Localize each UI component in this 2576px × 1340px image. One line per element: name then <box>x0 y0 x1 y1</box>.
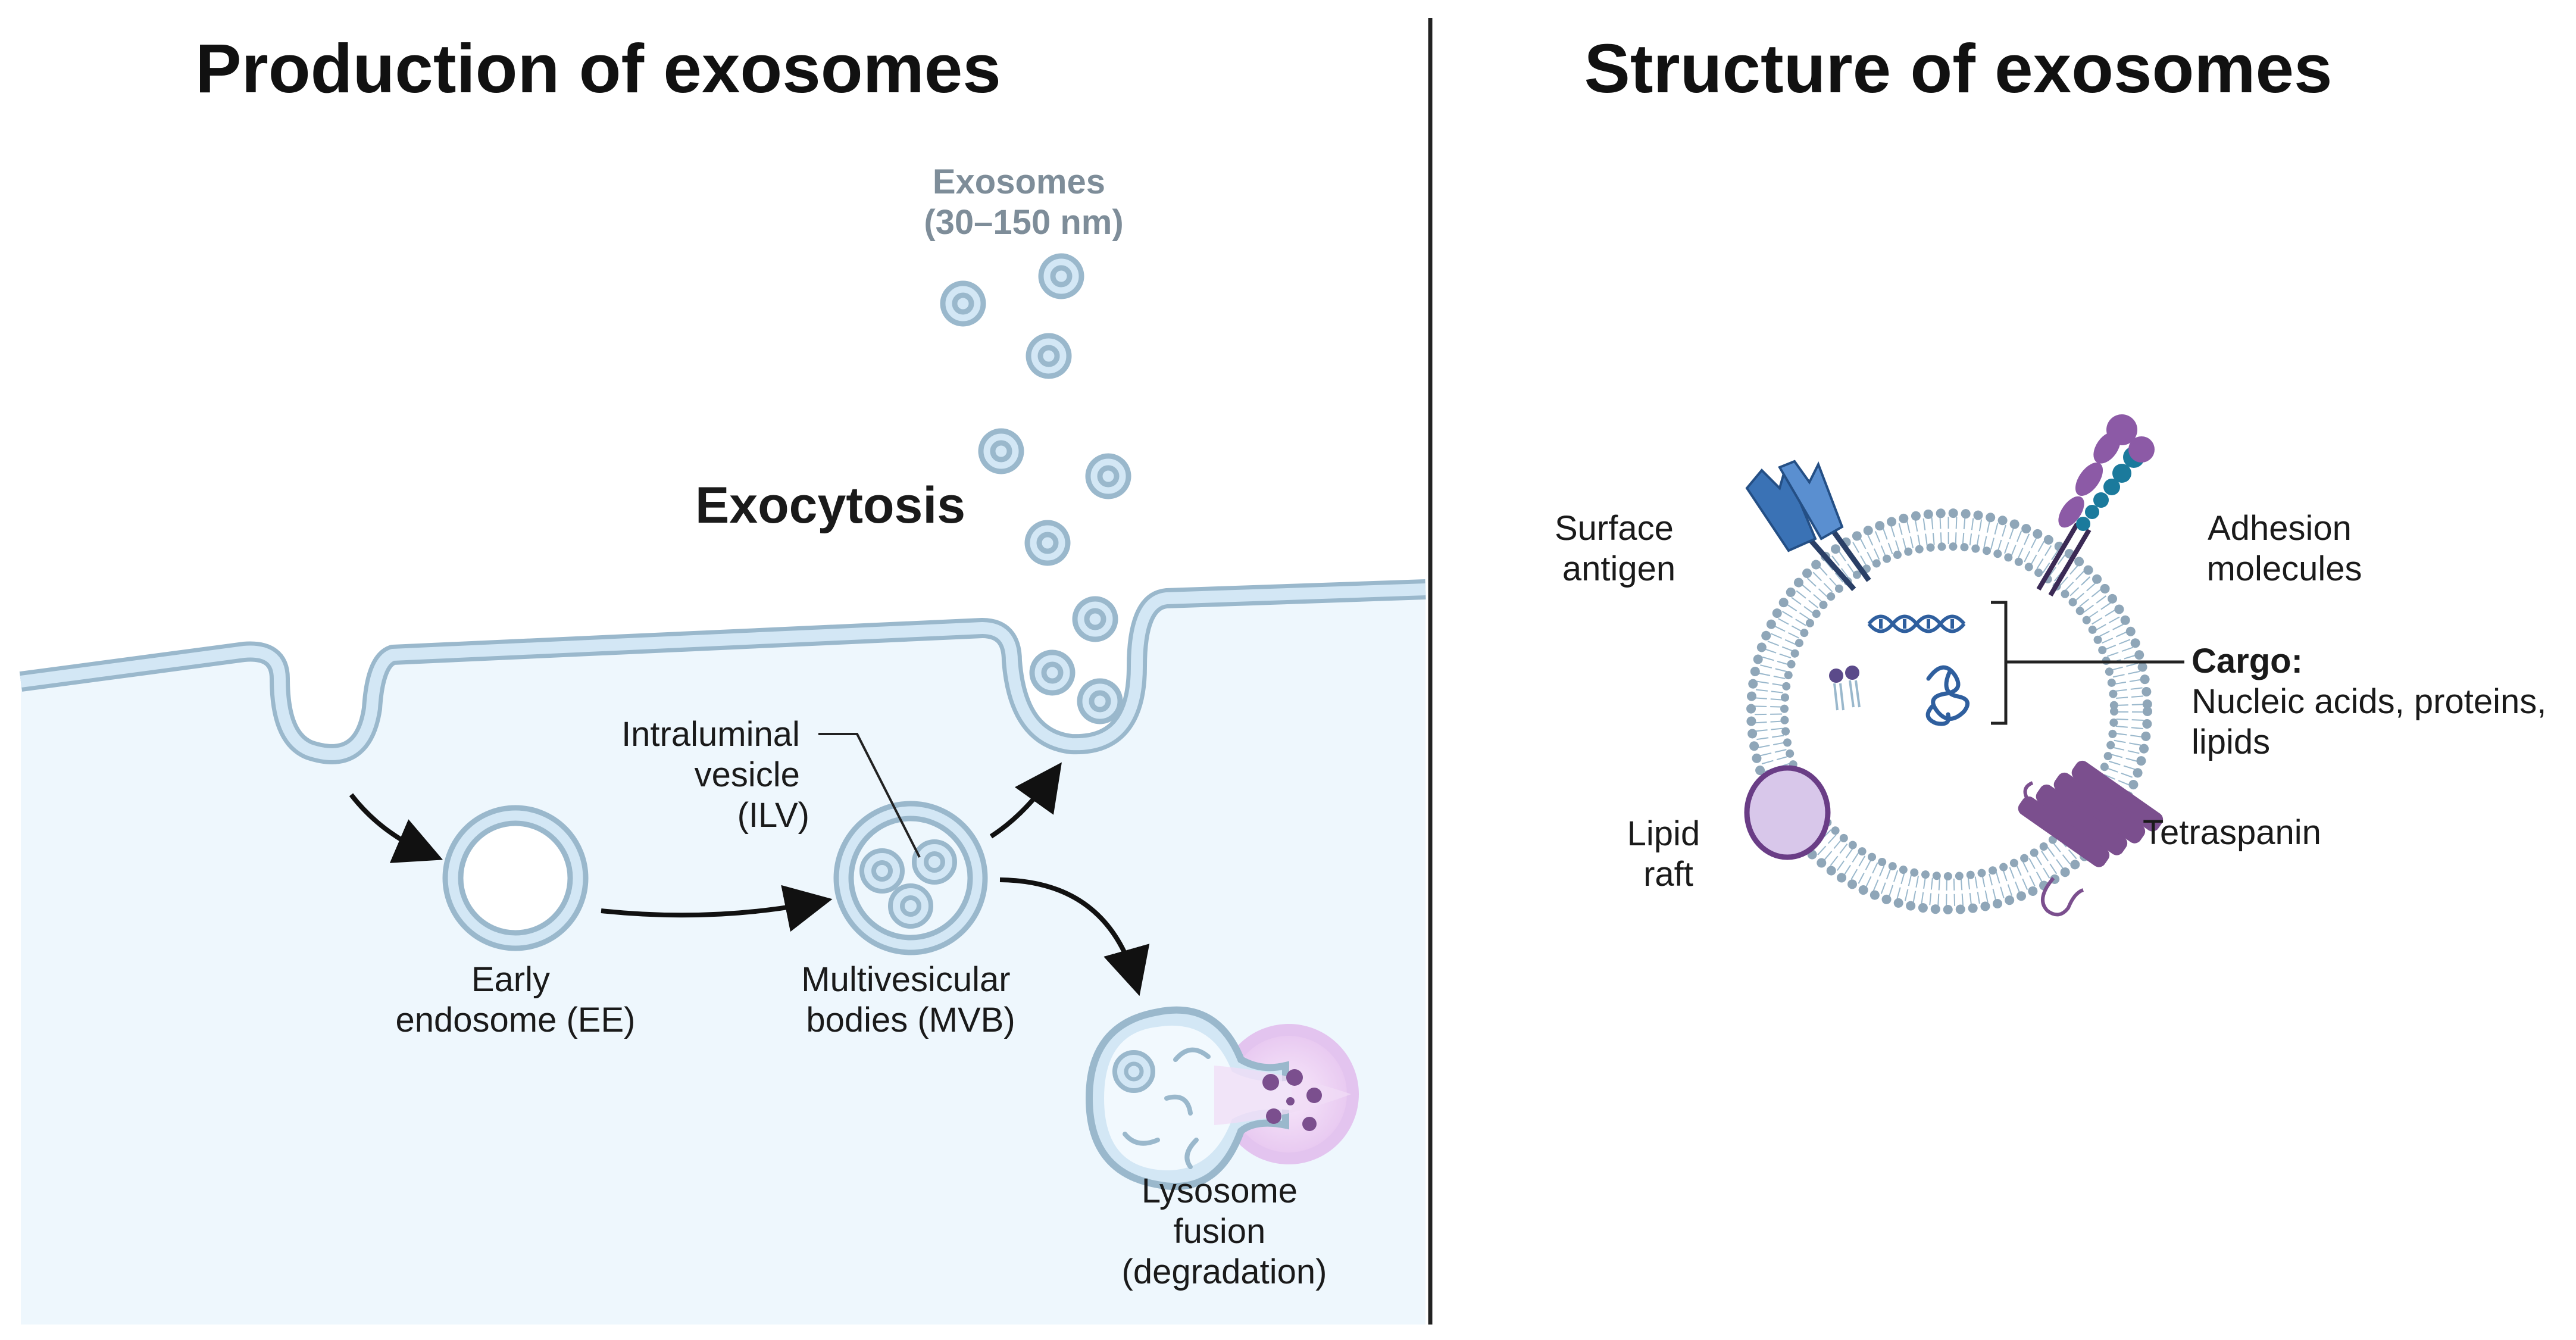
exosome-vesicle <box>1077 678 1123 724</box>
cargo-bracket <box>1991 601 2184 725</box>
exosomes-label: Exosomes (30–150 nm) <box>924 163 1123 242</box>
lipid-bilayer-inner-heads <box>1780 542 2118 880</box>
lysosome-label: Lysosome fusion (degradation) <box>1122 1172 1327 1291</box>
early-endosome <box>442 805 589 951</box>
exosome-vesicle <box>1085 453 1131 499</box>
lipid-raft-icon <box>1744 765 1831 860</box>
mvb-label: Multivesicular bodies (MVB) <box>801 960 1020 1039</box>
exosome-vesicle <box>1072 596 1118 642</box>
pathway-arrows <box>349 762 1150 997</box>
arrow-mvb-to-lysosome <box>999 877 1150 997</box>
lysosome-fusion <box>1085 1006 1359 1191</box>
lipid-bilayer-outer-heads <box>1746 508 2152 914</box>
lipid-raft-label: Lipid raft <box>1627 814 1710 894</box>
cytoplasm <box>21 589 1425 1325</box>
lipid-icon <box>1829 666 1861 711</box>
ilv-leader-line <box>818 733 921 858</box>
ilv-label: Intraluminal vesicle (ILV) <box>621 715 809 835</box>
exosome-vesicle <box>978 428 1024 474</box>
multivesicular-body <box>833 801 988 955</box>
dna-icon <box>1867 614 1966 633</box>
exosome-vesicle <box>1026 333 1072 379</box>
adhesion-molecules-label: Adhesion molecules <box>2206 509 2362 588</box>
arrow-mvb-to-exocytosis <box>989 762 1062 839</box>
intraluminal-vesicle <box>859 839 957 929</box>
arrow-endocytosis-to-ee <box>349 793 443 863</box>
early-endosome-label: Early endosome (EE) <box>396 960 636 1039</box>
released-exosomes <box>940 253 1131 724</box>
tetraspanin-icon <box>2018 760 2164 917</box>
exocytosis-label: Exocytosis <box>695 477 965 534</box>
exosome-vesicle <box>1029 649 1076 696</box>
exosome-vesicle <box>1038 253 1084 299</box>
exosome-vesicle <box>940 280 986 327</box>
exosome-vesicle <box>1024 520 1071 566</box>
protein-icon <box>1925 665 1970 726</box>
arrow-ee-to-mvb <box>601 885 833 932</box>
cargo-label: Cargo: Nucleic acids, proteins, lipids <box>2192 642 2556 761</box>
surface-antigen-icon <box>1745 460 1871 591</box>
tetraspanin-label: Tetraspanin <box>2143 813 2321 852</box>
surface-antigen-label: Surface antigen <box>1555 509 1683 588</box>
right-panel-title: Structure of exosomes <box>1584 30 2332 107</box>
adhesion-molecules-icon <box>2036 414 2155 597</box>
left-panel-title: Production of exosomes <box>195 30 1001 107</box>
